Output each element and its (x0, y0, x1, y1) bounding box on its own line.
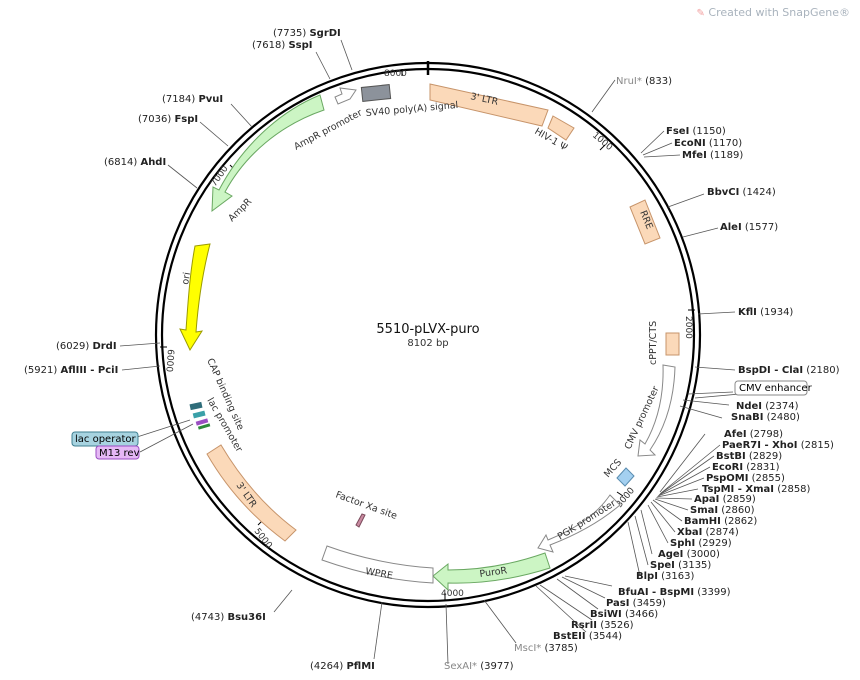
site-bsiwi: BsiWI (3466) (590, 609, 658, 620)
site-kfli: KflI (1934) (738, 307, 793, 318)
site-pasi: PasI (3459) (606, 598, 666, 609)
wpre-feature[interactable] (321, 545, 434, 584)
cppt-label: cPPT/CTS (648, 321, 659, 365)
credit-reg: ® (839, 6, 850, 19)
site-agei: AgeI (3000) (658, 549, 720, 560)
site-drdi: (6029) DrdI (56, 341, 117, 352)
m13-rev-box[interactable] (95, 445, 140, 460)
site-econi: EcoNI (1170) (674, 138, 742, 149)
factor-xa-feature[interactable] (355, 513, 366, 528)
sv40-label: SV40 poly(A) signal (365, 100, 458, 119)
site-bfuai-bspmi: BfuAI - BspMI (3399) (618, 587, 731, 598)
site-sgrdi: (7735) SgrDI (273, 28, 341, 39)
site-tspmi-xmai: TspMI - XmaI (2858) (702, 484, 811, 495)
site-sexai: SexAI* (3977) (444, 661, 514, 672)
tick-4000: 4000 (441, 589, 464, 599)
plasmid-length: 8102 bp (407, 338, 448, 349)
cap-site-marker[interactable] (189, 401, 203, 411)
plasmid-name: 5510-pLVX-puro (376, 322, 479, 337)
cmv-enhancer-box[interactable] (734, 380, 808, 396)
ltr-5-feature[interactable] (429, 83, 549, 127)
puror-feature[interactable] (432, 552, 551, 592)
site-afei: AfeI (2798) (724, 429, 783, 440)
site-afliii-pcii: (5921) AflIII - PciI (24, 365, 118, 376)
wpre-label: WPRE (364, 566, 393, 582)
mcs-feature[interactable] (616, 467, 635, 487)
snapgene-credit: ✎ Created with SnapGene® (697, 6, 850, 19)
site-ecori: EcoRI (2831) (712, 462, 780, 473)
site-fspi: (7036) FspI (138, 114, 198, 125)
pgk-promoter-feature[interactable] (537, 494, 621, 553)
puror-label: PuroR (479, 565, 508, 580)
site-nrui: NruI* (833) (616, 76, 672, 87)
site-sphi: SphI (2929) (670, 538, 732, 549)
lac-operator-label: lac operator (75, 434, 136, 445)
ori-feature[interactable] (179, 243, 211, 352)
boxed-labels: CMV enhancer lac operator M13 rev (71, 380, 813, 460)
site-pflmi: (4264) PflMI (310, 661, 375, 672)
site-bspdi-clai: BspDI - ClaI (2180) (738, 365, 840, 376)
snapgene-logo-icon: ✎ (696, 8, 705, 19)
site-bsu36i: (4743) Bsu36I (191, 612, 266, 623)
site-pspomi: PspOMI (2855) (706, 473, 785, 484)
cmv-enhancer-label: CMV enhancer (739, 383, 813, 394)
site-xbai: XbaI (2874) (677, 527, 739, 538)
tick-6000: 6000 (163, 349, 175, 373)
sv40-feature[interactable] (360, 84, 392, 102)
site-ndei: NdeI (2374) (736, 401, 799, 412)
m13-rev-marker[interactable] (195, 418, 209, 426)
tick-2000: 2000 (683, 316, 693, 339)
ltr-3-feature[interactable] (206, 444, 297, 542)
lac-promoter-marker[interactable] (197, 423, 211, 430)
site-apai: ApaI (2859) (694, 494, 756, 505)
lac-operator-marker[interactable] (192, 410, 206, 419)
site-bstbi: BstBI (2829) (716, 451, 782, 462)
backbone (154, 61, 702, 609)
cppt-feature[interactable] (665, 332, 680, 356)
pgk-promoter-label: PGK promoter (556, 498, 618, 543)
site-rsrii: RsrII (3526) (571, 620, 634, 631)
credit-text: Created with SnapGene (708, 6, 839, 19)
site-ahdi: (6814) AhdI (104, 157, 166, 168)
site-bsteii: BstEII (3544) (553, 631, 622, 642)
hiv-psi-feature[interactable] (547, 115, 575, 141)
rre-feature[interactable] (629, 199, 661, 245)
factor-xa-label: Factor Xa site (334, 489, 399, 521)
site-snabi: SnaBI (2480) (731, 412, 800, 423)
site-spei: SpeI (3135) (650, 560, 711, 571)
site-sspi: (7618) SspI (252, 40, 313, 51)
features: 3' LTR HIV-1 Ψ RRE cPPT/CTS CMV promoter… (179, 83, 680, 592)
cmv-promoter-feature[interactable] (637, 364, 676, 457)
tick-marks (160, 69, 695, 600)
site-mfei: MfeI (1189) (682, 150, 743, 161)
site-alei: AleI (1577) (720, 222, 778, 233)
ampr-feature[interactable] (211, 94, 325, 213)
tick-8000: 8000 (384, 69, 407, 79)
site-msci: MscI* (3785) (514, 643, 578, 654)
site-pvui: (7184) PvuI (162, 94, 223, 105)
ampr-promoter-feature[interactable] (334, 87, 357, 105)
site-smai: SmaI (2860) (690, 505, 755, 516)
site-blpi: BlpI (3163) (636, 571, 694, 582)
site-labels: (7735) SgrDI (7618) SspI (7184) PvuI (70… (24, 28, 840, 672)
site-bbvci: BbvCI (1424) (707, 187, 776, 198)
site-bamhi: BamHI (2862) (684, 516, 757, 527)
ori-label: ori (180, 271, 193, 285)
ampr-label: AmpR (226, 196, 254, 224)
site-paer7i-xhoi: PaeR7I - XhoI (2815) (722, 440, 834, 451)
site-fsei: FseI (1150) (666, 126, 726, 137)
m13-rev-label: M13 rev (99, 448, 140, 459)
tick-5000: 5000 (252, 527, 274, 551)
